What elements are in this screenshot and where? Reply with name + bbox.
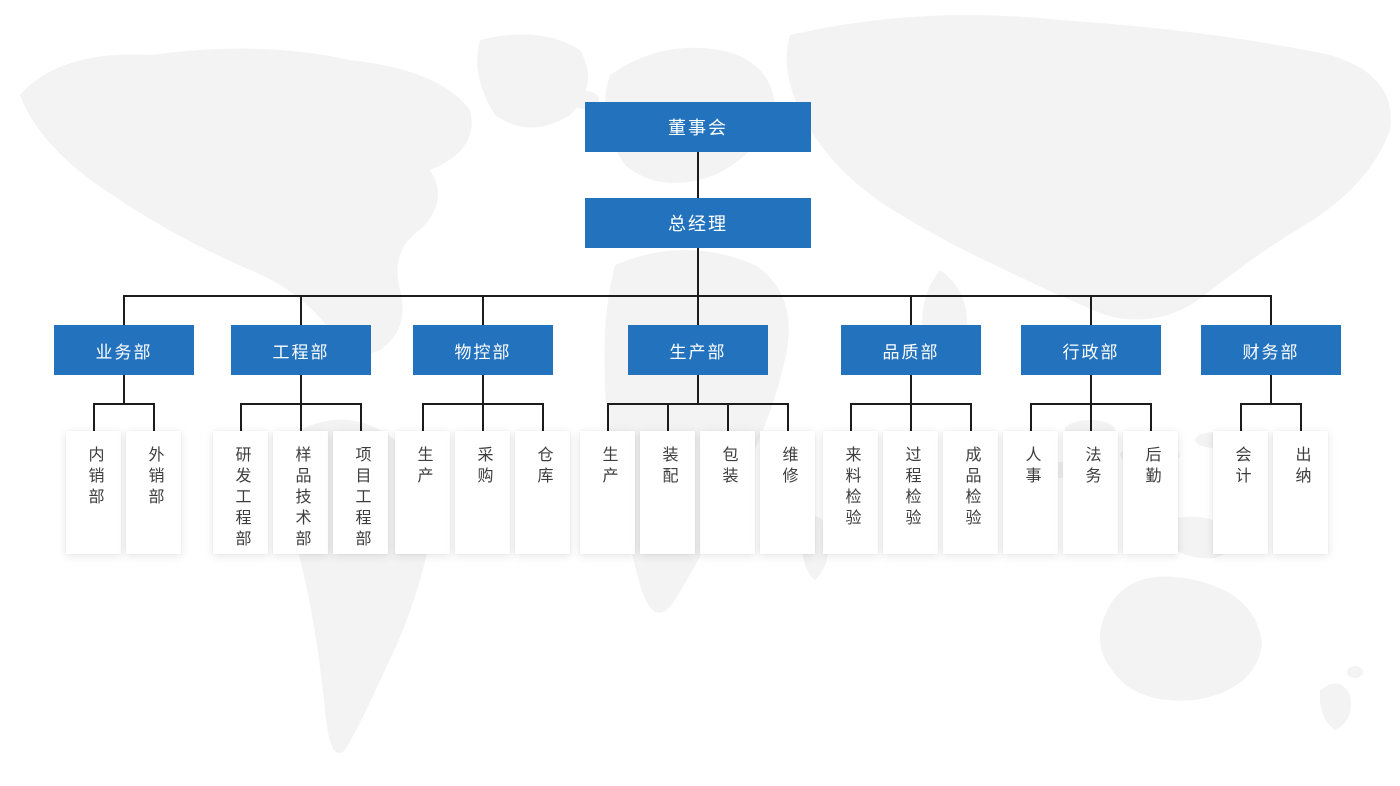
connector-line: [697, 152, 699, 198]
connector-line: [300, 295, 302, 325]
general-manager-node: 总经理: [585, 198, 811, 248]
leaf-label: 来料检验: [842, 446, 860, 530]
leaf-label: 维修: [779, 446, 797, 488]
connector-line: [422, 403, 424, 432]
connector-line: [667, 403, 669, 432]
connector-line: [697, 295, 699, 325]
leaf-node: 成品检验: [943, 431, 998, 554]
leaf-label: 出纳: [1292, 446, 1310, 488]
leaf-node: 内销部: [66, 431, 121, 554]
leaf-node: 外销部: [126, 431, 181, 554]
dept-node-engineering: 工程部: [231, 325, 371, 375]
leaf-label: 过程检验: [902, 446, 920, 530]
connector-line: [482, 403, 484, 432]
leaf-label: 法务: [1082, 446, 1100, 488]
connector-line: [360, 403, 362, 432]
leaf-node: 研发工程部: [213, 431, 268, 554]
connector-line: [123, 295, 125, 325]
leaf-label: 外销部: [145, 446, 163, 509]
connector-line: [850, 403, 852, 432]
connector-line: [240, 403, 242, 432]
connector-line: [93, 403, 95, 432]
connector-line: [153, 403, 155, 432]
connector-line: [1240, 403, 1242, 432]
dept-node-admin: 行政部: [1021, 325, 1161, 375]
connector-line: [482, 375, 484, 403]
leaf-node: 会计: [1213, 431, 1268, 554]
connector-line: [1241, 403, 1301, 405]
leaf-node: 后勤: [1123, 431, 1178, 554]
leaf-node: 样品技术部: [273, 431, 328, 554]
connector-line: [787, 403, 789, 432]
connector-line: [1090, 403, 1092, 432]
leaf-label: 采购: [474, 446, 492, 488]
connector-line: [970, 403, 972, 432]
leaf-node: 法务: [1063, 431, 1118, 554]
connector-line: [300, 403, 302, 432]
connector-line: [94, 403, 154, 405]
connector-line: [1270, 295, 1272, 325]
leaf-node: 维修: [760, 431, 815, 554]
connector-line: [1090, 295, 1092, 325]
dept-node-material-control: 物控部: [413, 325, 553, 375]
leaf-label: 后勤: [1142, 446, 1160, 488]
leaf-label: 装配: [659, 446, 677, 488]
leaf-label: 样品技术部: [292, 446, 310, 551]
connector-line: [542, 403, 544, 432]
connector-line: [910, 403, 912, 432]
leaf-label: 项目工程部: [352, 446, 370, 551]
connector-line: [910, 295, 912, 325]
connector-line: [1090, 375, 1092, 403]
connector-line: [300, 375, 302, 403]
dept-node-business: 业务部: [54, 325, 194, 375]
connector-line: [1030, 403, 1032, 432]
connector-line: [910, 375, 912, 403]
leaf-label: 内销部: [85, 446, 103, 509]
connector-line: [607, 403, 609, 432]
leaf-node: 过程检验: [883, 431, 938, 554]
connector-line: [1300, 403, 1302, 432]
board-node: 董事会: [585, 102, 811, 152]
leaf-node: 项目工程部: [333, 431, 388, 554]
connector-line: [697, 248, 699, 295]
leaf-label: 包装: [719, 446, 737, 488]
dept-node-finance: 财务部: [1201, 325, 1341, 375]
leaf-node: 采购: [455, 431, 510, 554]
leaf-node: 出纳: [1273, 431, 1328, 554]
leaf-label: 生产: [599, 446, 617, 488]
leaf-node: 人事: [1003, 431, 1058, 554]
connector-line: [123, 375, 125, 403]
leaf-label: 人事: [1022, 446, 1040, 488]
leaf-label: 成品检验: [962, 446, 980, 530]
leaf-label: 仓库: [534, 446, 552, 488]
connector-line: [1270, 375, 1272, 403]
leaf-label: 研发工程部: [232, 446, 250, 551]
leaf-node: 来料检验: [823, 431, 878, 554]
dept-node-production: 生产部: [628, 325, 768, 375]
leaf-node: 包装: [700, 431, 755, 554]
leaf-node: 生产: [580, 431, 635, 554]
dept-node-quality: 品质部: [841, 325, 981, 375]
leaf-node: 装配: [640, 431, 695, 554]
connector-line: [727, 403, 729, 432]
connector-line: [1150, 403, 1152, 432]
leaf-node: 仓库: [515, 431, 570, 554]
connector-line: [608, 403, 788, 405]
connector-line: [482, 295, 484, 325]
leaf-label: 生产: [414, 446, 432, 488]
leaf-node: 生产: [395, 431, 450, 554]
leaf-label: 会计: [1232, 446, 1250, 488]
connector-line: [697, 375, 699, 403]
